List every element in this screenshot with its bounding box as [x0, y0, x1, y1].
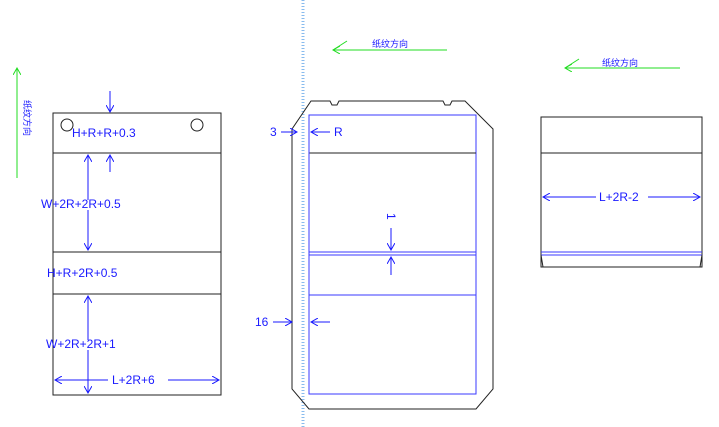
- grain-label-middle: 纸纹方向: [372, 38, 408, 50]
- grain-arrow-left: 纸纹方向: [17, 68, 33, 178]
- dim-lower-width: W+2R+2R+1: [46, 337, 116, 351]
- left-panel: H+R+R+0.3 W+2R+2R+0.5 H+R+2R+0.5 W+2R+2R…: [41, 91, 222, 396]
- right-panel-outline: [540, 116, 703, 268]
- middle-panel-outline: [291, 100, 494, 410]
- right-taper-left: [540, 254, 544, 268]
- dim-length: L+2R-2: [599, 190, 639, 204]
- left-hole-2: [190, 118, 204, 132]
- dim-bottom-length: L+2R+6: [112, 373, 155, 387]
- left-panel-outline: [52, 112, 222, 396]
- dim-top-height: H+R+R+0.3: [72, 126, 136, 140]
- middle-panel: 3 R 1 16: [255, 100, 494, 410]
- dim-edge-3: 3: [270, 125, 277, 139]
- dim-middle-height: H+R+2R+0.5: [47, 266, 118, 280]
- dim-edge-16: 16: [255, 315, 269, 329]
- dim-gap: 1: [384, 213, 398, 220]
- dim-radius: R: [334, 125, 343, 139]
- right-panel: L+2R-2: [540, 116, 703, 268]
- grain-arrow-middle: 纸纹方向: [333, 38, 447, 50]
- grain-label-right: 纸纹方向: [602, 57, 638, 69]
- left-hole-1: [60, 118, 74, 132]
- right-taper-right: [699, 254, 703, 268]
- grain-label-left: 纸纹方向: [21, 100, 33, 136]
- grain-arrow-right: 纸纹方向: [565, 57, 680, 69]
- dim-upper-width: W+2R+2R+0.5: [41, 197, 121, 211]
